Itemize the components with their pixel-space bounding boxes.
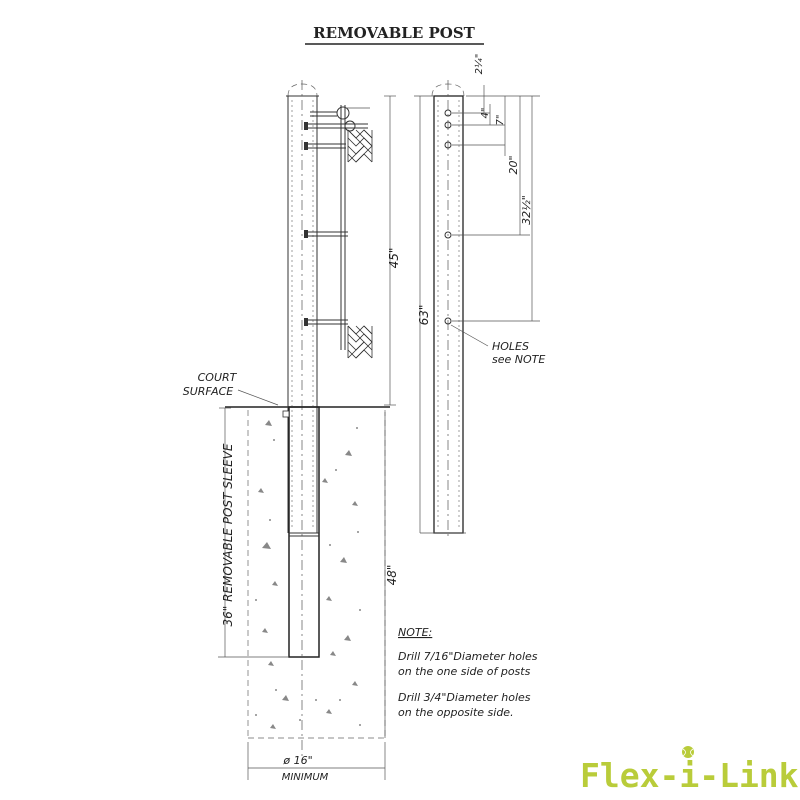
drawing-label: 48" [385, 565, 399, 586]
drawing-label: 7" [495, 115, 506, 126]
drawing-label: COURT [198, 371, 238, 384]
ball-icon [682, 746, 694, 758]
chain-link-mesh-top [347, 129, 373, 163]
chain-link-mesh-bottom [347, 325, 373, 359]
court-surface-callout: COURT SURFACE [183, 371, 279, 406]
fence-fittings [304, 105, 370, 350]
drawing-label: MINIMUM [282, 772, 329, 783]
right-post [431, 80, 465, 540]
right-post-dimensions: 2¼" 4" 7" 20" 32½" 63" [414, 54, 540, 534]
removable-post-sleeve [282, 406, 320, 658]
note-line-3: Drill 3/4"Diameter holes [398, 691, 531, 704]
brand-logo: Flex-i-Link [580, 746, 799, 795]
note-line-1: Drill 7/16"Diameter holes [398, 650, 538, 663]
drawing-label: 45" [387, 248, 401, 269]
drawing-label: SURFACE [183, 385, 234, 398]
dim-36-sleeve: 36" REMOVABLE POST SLEEVE [218, 407, 289, 658]
drawing-label: see NOTE [492, 353, 545, 366]
drawing-label: 63" [417, 305, 431, 326]
sleeve-label: 36" REMOVABLE POST SLEEVE [221, 443, 235, 626]
dim-48: 48" [384, 412, 399, 738]
drawing-label: HOLES [492, 340, 529, 353]
note-line-4: on the opposite side. [398, 706, 514, 719]
holes-callout: HOLES see NOTE [450, 324, 545, 366]
note-heading: NOTE: [398, 626, 432, 639]
drawing-label: 4" [480, 108, 491, 119]
drawing-label: 20" [507, 155, 520, 174]
dim-diameter: ø 16" MINIMUM [247, 742, 386, 783]
left-post [286, 80, 319, 760]
drawing-label: ø 16" [282, 754, 312, 767]
drawing-label: 32½" [520, 195, 533, 225]
drawing-label: 2¼" [473, 54, 485, 75]
note-line-2: on the one side of posts [398, 665, 531, 678]
drawing-title: REMOVABLE POST [313, 24, 475, 42]
note-block: NOTE: Drill 7/16"Diameter holes on the o… [398, 626, 538, 719]
dim-45: 45" [384, 95, 401, 406]
brand-text: Flex-i-Link [580, 756, 799, 795]
